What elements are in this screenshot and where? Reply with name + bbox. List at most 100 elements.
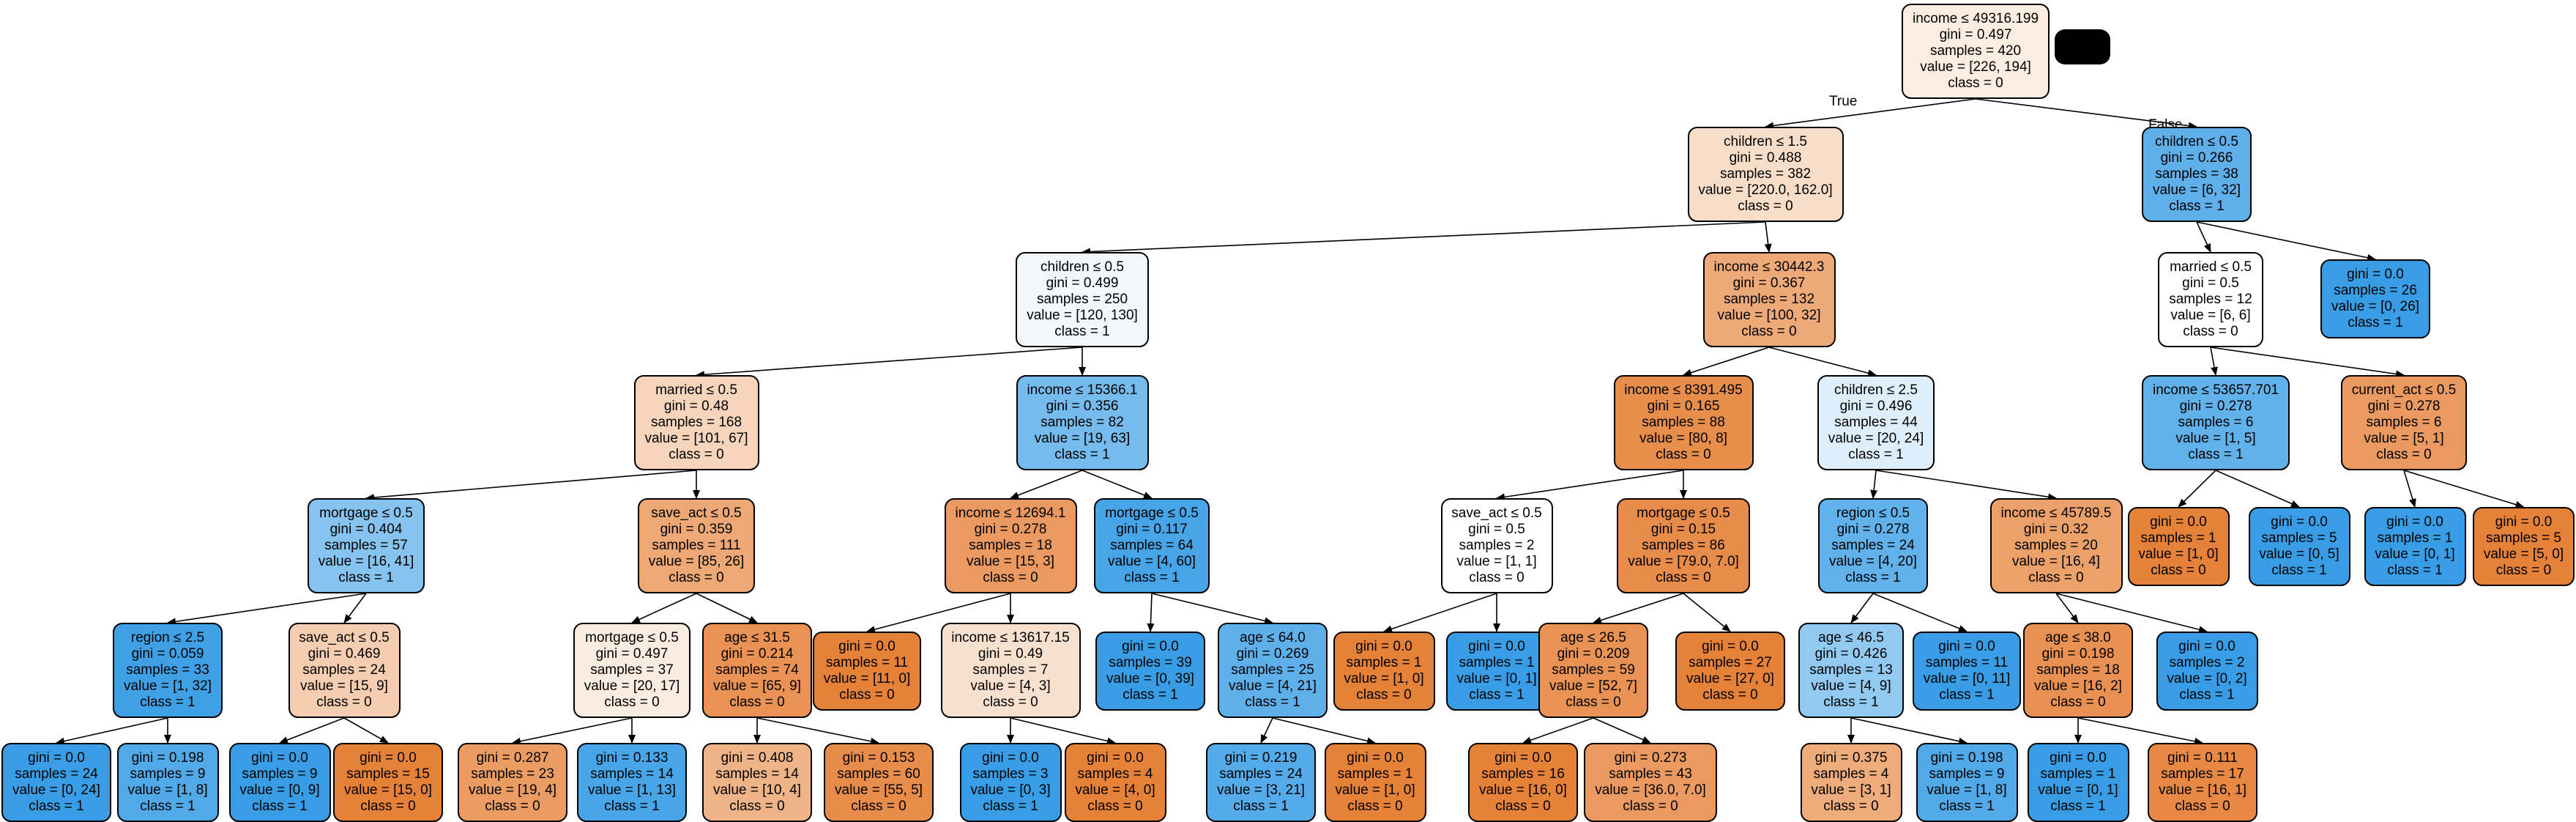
tree-edge-arrow: [2178, 470, 2216, 508]
node-text-line: gini = 0.5: [1468, 522, 1525, 537]
node-text-line: class = 0: [2151, 563, 2206, 578]
node-text-line: samples = 18: [969, 538, 1052, 553]
node-text-line: samples = 11: [825, 655, 909, 670]
node-text-line: class = 0: [1656, 447, 1711, 462]
node-text-line: value = [20, 24]: [1828, 431, 1924, 446]
node-text-line: samples = 14: [715, 766, 799, 782]
tree-edge-arrow: [1872, 593, 1968, 632]
node-text-line: gini = 0.0: [28, 750, 85, 766]
tree-edge-arrow: [1850, 593, 1874, 623]
node-text-line: samples = 13: [1809, 662, 1893, 678]
node-text-line: class = 0: [1469, 570, 1525, 585]
node-text-line: value = [16, 2]: [2034, 678, 2122, 694]
node-text-line: class = 1: [1054, 324, 1110, 339]
node-text-line: class = 1: [2348, 315, 2403, 330]
node-text-line: class = 0: [983, 570, 1038, 585]
node-text-line: class = 1: [252, 799, 308, 814]
node-text-line: class = 1: [2169, 199, 2225, 214]
node-text-line: value = [80, 8]: [1639, 431, 1727, 446]
node-text-line: value = [65, 9]: [713, 678, 801, 694]
node-text-line: gini = 0.0: [1468, 639, 1525, 654]
tree-edge-arrow: [756, 717, 879, 745]
tree-edge-arrow: [365, 470, 697, 502]
node-text-line: samples = 12: [2169, 292, 2252, 307]
node-text-line: samples = 1: [1337, 766, 1413, 782]
node-text-line: gini = 0.356: [1046, 399, 1119, 414]
tree-edge-arrow: [512, 717, 633, 745]
tree-edge-arrow: [2077, 717, 2203, 745]
node-text-line: value = [4, 21]: [1229, 678, 1317, 694]
node-text-line: gini = 0.153: [842, 750, 915, 766]
node-text-line: class = 0: [1948, 75, 2003, 91]
node-text-line: samples = 82: [1041, 415, 1124, 430]
node-text-line: samples = 15: [346, 766, 430, 782]
tree-edge-arrow: [2196, 221, 2376, 262]
node-text-line: income ≤ 13617.15: [951, 630, 1070, 645]
node-text-line: gini = 0.497: [1939, 27, 2012, 42]
node-text-line: gini = 0.165: [1647, 399, 1720, 414]
node-text-line: samples = 9: [1929, 766, 2005, 782]
node-text-line: gini = 0.404: [330, 522, 403, 537]
node-text-line: value = [100, 32]: [1717, 308, 1821, 323]
node-text-line: class = 0: [604, 695, 660, 710]
node-text-line: value = [1, 0]: [1335, 782, 1415, 798]
node-text-line: samples = 23: [471, 766, 554, 782]
node-text-line: age ≤ 26.5: [1560, 630, 1626, 645]
node-text-line: class = 0: [851, 799, 907, 814]
node-text-line: samples = 24: [15, 766, 98, 782]
node-text-line: value = [4, 60]: [1108, 554, 1196, 569]
node-text-line: samples = 420: [1929, 43, 2022, 59]
tree-edge-arrow: [631, 593, 697, 623]
tree-edge-arrow: [866, 593, 1011, 634]
node-text-line: gini = 0.133: [595, 750, 669, 766]
node-text-line: gini = 0.5: [2182, 275, 2239, 291]
node-text-line: class = 1: [2387, 563, 2443, 578]
tree-edge-arrow: [1593, 717, 1651, 744]
node-text-line: gini = 0.499: [1046, 275, 1119, 291]
node-text-line: samples = 57: [324, 538, 408, 553]
node-text-line: value = [120, 130]: [1027, 308, 1138, 323]
node-text-line: value = [52, 7]: [1549, 678, 1637, 694]
edge-label-true: True: [1829, 94, 1858, 109]
node-text-line: class = 1: [1123, 687, 1178, 703]
tree-edge-arrow: [2403, 470, 2525, 508]
node-text-line: age ≤ 31.5: [724, 630, 790, 645]
node-text-line: class = 0: [1495, 799, 1551, 814]
node-text-line: value = [15, 3]: [967, 554, 1054, 569]
node-text-line: gini = 0.426: [1814, 646, 1888, 662]
node-text-line: samples = 64: [1110, 538, 1194, 553]
node-text-line: samples = 33: [126, 662, 209, 678]
node-text-line: value = [6, 32]: [2153, 182, 2241, 198]
node-text-line: value = [4, 9]: [1811, 678, 1891, 694]
node-text-line: class = 0: [2028, 570, 2084, 585]
node-text-line: region ≤ 0.5: [1836, 506, 1910, 521]
node-text-line: gini = 0.269: [1236, 646, 1309, 662]
node-text-line: gini = 0.0: [1494, 750, 1552, 766]
node-text-line: value = [0, 1]: [1456, 671, 1537, 686]
node-text-line: samples = 382: [1719, 166, 1812, 182]
node-text-line: age ≤ 46.5: [1818, 630, 1884, 645]
node-text-line: samples = 16: [1481, 766, 1565, 782]
node-text-line: gini = 0.209: [1557, 646, 1630, 662]
tree-edge-arrow: [1683, 347, 1770, 377]
node-text-line: value = [4, 3]: [970, 678, 1051, 694]
node-text-line: gini = 0.0: [251, 750, 308, 766]
node-text-line: mortgage ≤ 0.5: [1105, 506, 1199, 521]
node-text-line: samples = 6: [2366, 415, 2442, 430]
node-text-line: gini = 0.0: [1347, 750, 1404, 766]
node-text-line: gini = 0.117: [1116, 522, 1188, 537]
